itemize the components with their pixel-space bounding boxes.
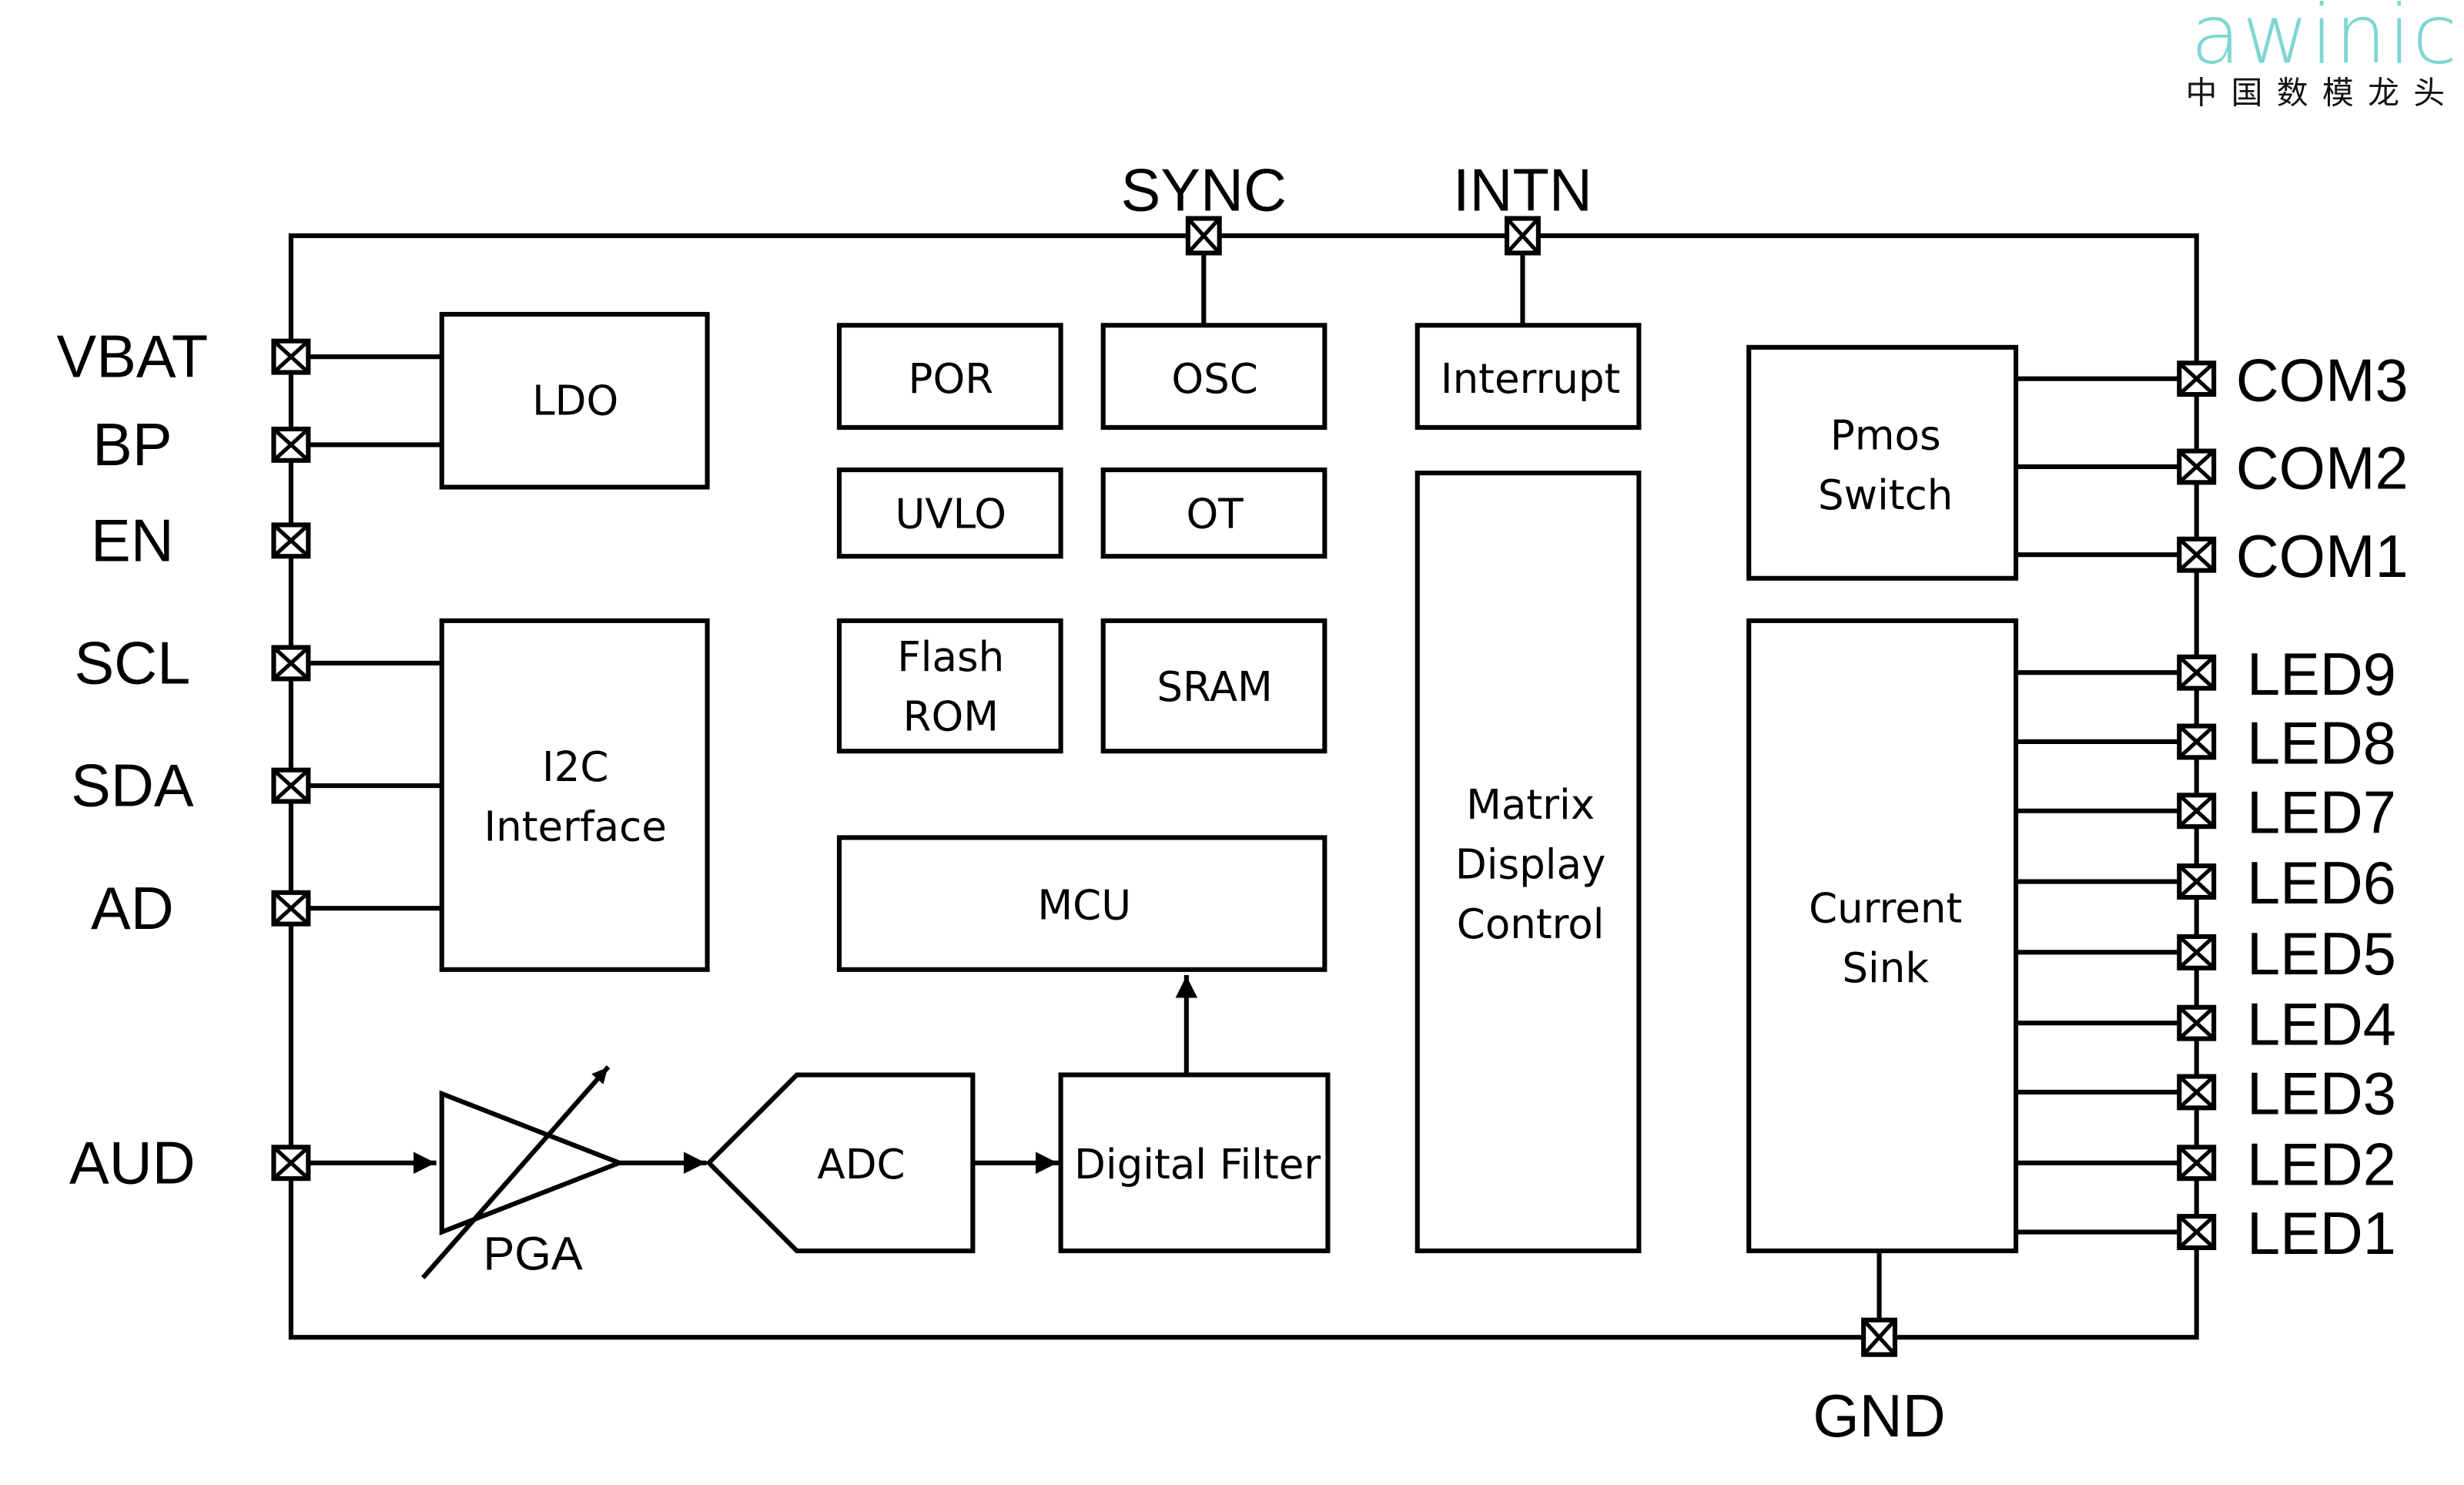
pin-label: AD — [91, 876, 174, 942]
block-por: POR — [836, 323, 1063, 430]
svg-text:Pmos: Pmos — [1830, 412, 1941, 460]
pin-label: COM1 — [2236, 524, 2409, 590]
pin-scl: SCL — [74, 630, 311, 696]
pin-led7: LED7 — [2177, 779, 2396, 846]
svg-text:Switch: Switch — [1818, 471, 1953, 519]
pin-led6: LED6 — [2177, 850, 2396, 917]
pin-label: LED6 — [2247, 850, 2396, 917]
pin-label: EN — [91, 508, 174, 574]
company-logo: awinic 中国数模龙头 — [2185, 0, 2459, 112]
pin-label: COM2 — [2236, 436, 2409, 502]
svg-text:ADC: ADC — [817, 1141, 905, 1188]
pin-label: BP — [92, 412, 172, 478]
pin-com1: COM1 — [2177, 524, 2409, 590]
pin-label: GND — [1813, 1383, 1945, 1450]
svg-text:Sink: Sink — [1842, 944, 1929, 992]
svg-text:Display: Display — [1455, 840, 1605, 888]
block-sram: SRAM — [1100, 618, 1327, 754]
block-mcu: MCU — [836, 835, 1327, 972]
svg-text:UVLO: UVLO — [896, 491, 1007, 538]
pin-label: LED7 — [2247, 779, 2396, 846]
svg-text:SRAM: SRAM — [1157, 663, 1272, 711]
pin-com3: COM3 — [2177, 347, 2409, 414]
pin-label: LED8 — [2247, 711, 2396, 777]
pin-label: SDA — [71, 753, 194, 820]
block-pga: PGA — [421, 1065, 626, 1279]
block-uvlo: UVLO — [836, 467, 1063, 559]
block-digital-filter: Digital Filter — [1058, 1072, 1331, 1254]
pin-label: VBAT — [56, 324, 208, 391]
svg-text:Flash: Flash — [897, 633, 1004, 681]
pin-led2: LED2 — [2177, 1131, 2396, 1198]
svg-text:Matrix: Matrix — [1466, 781, 1595, 829]
pin-com2: COM2 — [2177, 436, 2409, 502]
pin-label: COM3 — [2236, 347, 2409, 414]
pin-led4: LED4 — [2177, 992, 2396, 1058]
svg-text:LDO: LDO — [532, 377, 618, 425]
pin-label: SYNC — [1121, 157, 1287, 223]
svg-text:MCU: MCU — [1037, 882, 1131, 930]
pin-led1: LED1 — [2177, 1201, 2396, 1267]
svg-text:PGA: PGA — [483, 1227, 582, 1279]
block-matrix-display-control: Matrix Display Control — [1414, 471, 1642, 1254]
pin-bp: BP — [92, 412, 311, 478]
pin-label: LED5 — [2247, 921, 2396, 987]
pin-label: LED9 — [2247, 642, 2396, 708]
wires — [288, 233, 2199, 1340]
pin-label: LED1 — [2247, 1201, 2396, 1267]
pin-en: EN — [91, 508, 311, 574]
block-adc: ADC — [705, 1072, 976, 1254]
svg-text:ROM: ROM — [903, 693, 999, 741]
block-interrupt: Interrupt — [1414, 323, 1642, 430]
svg-text:OSC: OSC — [1171, 355, 1257, 403]
block-flash-rom: Flash ROM — [836, 618, 1063, 754]
pin-led5: LED5 — [2177, 921, 2396, 987]
pin-label: LED3 — [2247, 1061, 2396, 1128]
pin-led8: LED8 — [2177, 711, 2396, 777]
pin-vbat: VBAT — [56, 324, 311, 391]
block-osc: OSC — [1100, 323, 1327, 430]
block-ot: OT — [1100, 467, 1327, 559]
pin-ad: AD — [91, 876, 311, 942]
pin-label: INTN — [1453, 157, 1592, 223]
pin-led3: LED3 — [2177, 1061, 2396, 1128]
block-i2c-interface: I2C Interface — [439, 618, 710, 972]
logo-tagline: 中国数模龙头 — [2185, 75, 2459, 112]
svg-text:Control: Control — [1457, 900, 1605, 948]
svg-text:Current: Current — [1809, 885, 1962, 933]
svg-text:Interrupt: Interrupt — [1441, 355, 1620, 403]
block-current-sink: Current Sink — [1746, 618, 2019, 1254]
svg-text:POR: POR — [909, 355, 994, 403]
pin-sync: SYNC — [1121, 157, 1287, 256]
pin-led9: LED9 — [2177, 642, 2396, 708]
pin-aud: AUD — [69, 1130, 311, 1196]
block-ldo: LDO — [439, 311, 710, 490]
pin-label: AUD — [69, 1130, 196, 1196]
block-pmos-switch: Pmos Switch — [1746, 344, 2019, 581]
pin-sda: SDA — [71, 753, 311, 820]
pin-intn: INTN — [1453, 157, 1592, 256]
pin-label: LED2 — [2247, 1131, 2396, 1198]
svg-text:Digital Filter: Digital Filter — [1074, 1141, 1321, 1188]
pin-label: LED4 — [2247, 992, 2396, 1058]
svg-text:I2C: I2C — [542, 743, 608, 791]
svg-text:Interface: Interface — [484, 803, 666, 851]
pin-label: SCL — [74, 630, 190, 696]
logo-brand: awinic — [2191, 0, 2459, 83]
pin-gnd: GND — [1813, 1317, 1946, 1450]
svg-text:OT: OT — [1186, 491, 1244, 538]
